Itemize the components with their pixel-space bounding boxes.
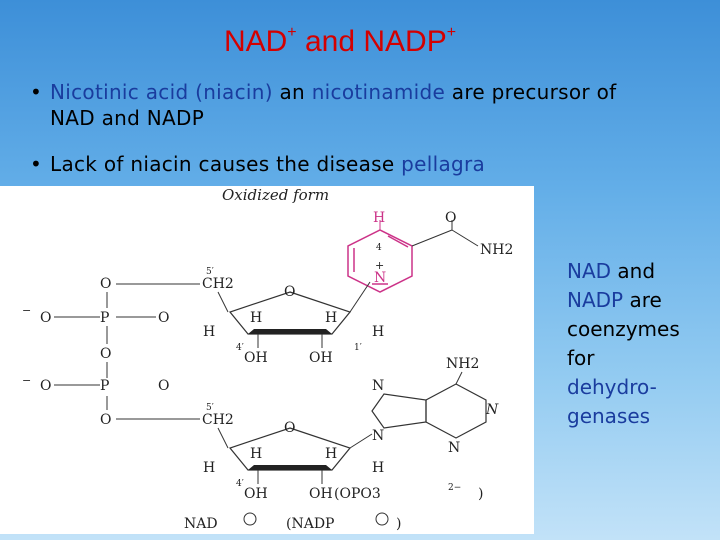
adenine-nh2-bond bbox=[455, 371, 463, 385]
p1: P bbox=[100, 310, 109, 326]
side-coenzymes: coenzymes bbox=[567, 317, 680, 341]
amide-nh2: NH2 bbox=[480, 242, 513, 258]
r2-ring-bold bbox=[248, 465, 332, 470]
r2-ch2-bond bbox=[217, 427, 229, 449]
side-for: for bbox=[567, 346, 595, 370]
p1-o-left: O bbox=[40, 310, 51, 326]
title-nadp: and NADP bbox=[296, 25, 447, 58]
r1-h3: H bbox=[250, 310, 262, 326]
r1-h4: H bbox=[203, 324, 215, 340]
adenine-n3: N bbox=[448, 440, 460, 456]
caption-oxidized: Oxidized form bbox=[222, 186, 329, 204]
r1-pos1: 1′ bbox=[354, 343, 362, 353]
title-sup-1: + bbox=[287, 24, 297, 41]
r2-pos5: 5′ bbox=[206, 403, 214, 413]
side-nad: NAD bbox=[567, 259, 612, 283]
p1-o-right: O bbox=[158, 310, 169, 326]
bridge-o: O bbox=[100, 346, 111, 362]
ring-h: H bbox=[373, 210, 385, 226]
side-note: NAD and NADP are coenzymes for dehydro- … bbox=[567, 257, 707, 431]
r2-close-paren: ) bbox=[478, 486, 483, 502]
r2-charge: 2− bbox=[448, 483, 461, 493]
p2-o-right: O bbox=[158, 378, 169, 394]
nad-structure-svg: Oxidized form H 4 + N O NH2 O − O bbox=[22, 186, 513, 532]
adenine-nh2: NH2 bbox=[446, 356, 479, 372]
label-nadp-close: ) bbox=[396, 516, 401, 532]
nad-structure-figure: Oxidized form H 4 + N O NH2 O − O bbox=[0, 186, 534, 534]
amide-cn bbox=[451, 229, 479, 247]
r2-oh2: OH bbox=[309, 486, 333, 502]
r1-n-bond bbox=[349, 281, 371, 313]
p2-o-left: O bbox=[40, 378, 51, 394]
adenine-n9: N bbox=[372, 428, 384, 444]
bullet-dot: • bbox=[30, 152, 43, 176]
r1-o: O bbox=[284, 284, 295, 300]
r2-oh3: OH bbox=[244, 486, 268, 502]
bullet-text: an bbox=[272, 80, 312, 104]
r1-h1: H bbox=[372, 324, 384, 340]
bullet-nicotinamide: nicotinamide bbox=[311, 80, 446, 104]
r1-pos5: 5′ bbox=[206, 267, 214, 277]
p1-o-top: O bbox=[100, 276, 111, 292]
bullet-pellagra: • Lack of niacin causes the disease pella… bbox=[30, 151, 690, 177]
amide-bond bbox=[411, 229, 453, 247]
r2-h4: H bbox=[203, 460, 215, 476]
r1-oh3: OH bbox=[244, 350, 268, 366]
bullet-text: are precursor of bbox=[445, 80, 617, 104]
side-nadp: NADP bbox=[567, 288, 624, 312]
adenine-six-ring bbox=[425, 383, 487, 439]
p2: P bbox=[100, 378, 109, 394]
r2-pos4: 4′ bbox=[236, 479, 244, 489]
bullet-niacin: Nicotinic acid (niacin) bbox=[50, 80, 273, 104]
title-sup-2: + bbox=[446, 24, 457, 41]
r1-ch2: CH2 bbox=[202, 276, 234, 292]
ring-plus: + bbox=[375, 259, 384, 272]
r1-ring-bold bbox=[248, 329, 332, 334]
nad-charge-circle bbox=[243, 512, 257, 526]
r1-h2: H bbox=[325, 310, 337, 326]
r2-o: O bbox=[284, 420, 295, 436]
label-nadp: (NADP bbox=[286, 516, 334, 532]
adenine-n7: N bbox=[372, 378, 384, 394]
r2-h1: H bbox=[372, 460, 384, 476]
bullet-precursor: • Nicotinic acid (niacin) an nicotinamide… bbox=[30, 79, 690, 131]
label-nad: NAD bbox=[184, 516, 218, 532]
slide-title: NAD+ and NADP+ bbox=[0, 24, 680, 59]
r1-ch2-bond bbox=[217, 291, 229, 313]
r2-opo3: (OPO3 bbox=[334, 486, 381, 502]
r1-pos4: 4′ bbox=[236, 343, 244, 353]
bullet-line2: NAD and NADP bbox=[50, 106, 205, 130]
ring-pos4: 4 bbox=[376, 243, 382, 253]
ring-n: N bbox=[374, 270, 386, 286]
r2-n-bond bbox=[349, 433, 373, 449]
p2-minus: − bbox=[22, 374, 31, 387]
r2-ch2: CH2 bbox=[202, 412, 234, 428]
bullet-pellagra-word: pellagra bbox=[401, 152, 486, 176]
side-text: are bbox=[623, 288, 662, 312]
r1-oh2: OH bbox=[309, 350, 333, 366]
bullet-text: Lack of niacin causes the disease bbox=[50, 152, 402, 176]
side-text: and bbox=[611, 259, 656, 283]
adenine-five-ring bbox=[371, 393, 427, 429]
p1-minus: − bbox=[22, 304, 31, 317]
r2-h2: H bbox=[325, 446, 337, 462]
side-dehydro: dehydro- bbox=[567, 375, 657, 399]
title-nad: NAD bbox=[223, 25, 288, 58]
p2-o-bottom: O bbox=[100, 412, 111, 428]
bullet-dot: • bbox=[30, 80, 43, 104]
adenine-n1: N bbox=[485, 402, 499, 418]
amide-o: O bbox=[445, 210, 456, 226]
nadp-charge-circle bbox=[375, 512, 389, 526]
r2-h3: H bbox=[250, 446, 262, 462]
side-genases: genases bbox=[567, 404, 651, 428]
